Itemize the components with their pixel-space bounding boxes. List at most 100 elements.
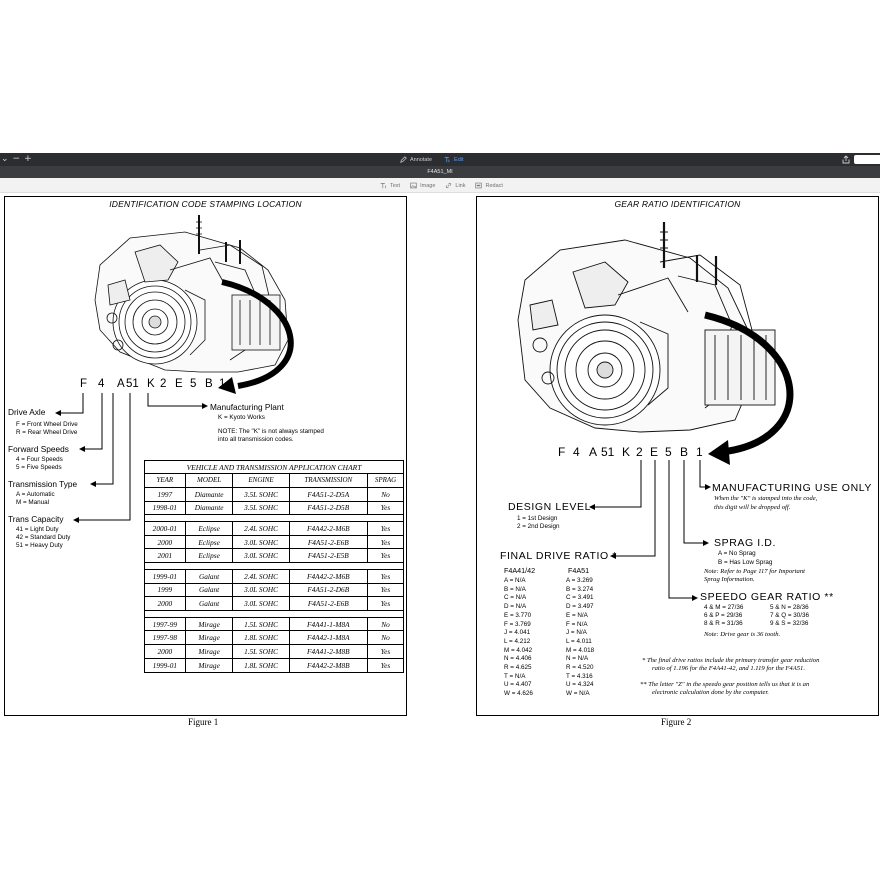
tab-annotate[interactable]: Annotate [400, 156, 432, 163]
image-tool-icon [410, 182, 417, 189]
zoom-in-button[interactable]: + [24, 154, 32, 164]
search-input[interactable] [854, 155, 880, 164]
speedo-gear-ratio: 9 & S = 32/36 [770, 620, 809, 628]
figure-1-caption: Figure 1 [188, 717, 219, 727]
manufacturing-note: When the "K" is stamped into the code, [714, 495, 818, 502]
table-cell: 3.5L SOHC [232, 486, 290, 502]
code-character: 4 [573, 445, 580, 459]
table-cell: Galant [184, 596, 234, 612]
drive-axle-label: Drive Axle [8, 407, 46, 417]
design-level-option: 2 = 2nd Design [517, 523, 560, 530]
zoom-controls: ⌄ − + [0, 153, 32, 166]
table-cell: 2000 [144, 644, 186, 660]
final-drive-ratio: F = N/A [566, 620, 588, 628]
table-cell: F4A41-2-M8B [288, 644, 369, 660]
page-title: GEAR RATIO IDENTIFICATION [614, 199, 741, 209]
table-cell: Yes [367, 644, 404, 660]
table-cell: F4A42-2-M6B [288, 520, 369, 536]
chart-header-cell: TRANSMISSION [288, 473, 369, 488]
share-icon[interactable] [842, 155, 850, 164]
code-character: F [558, 445, 566, 459]
chart-title: VEHICLE AND TRANSMISSION APPLICATION CHA… [144, 460, 404, 473]
table-cell: 1.5L SOHC [232, 616, 290, 632]
sprag-id-label: SPRAG I.D. [714, 537, 777, 549]
table-cell: Yes [367, 500, 404, 516]
page-title: IDENTIFICATION CODE STAMPING LOCATION [109, 199, 302, 209]
text-edit-icon [444, 157, 450, 163]
code-character: 51 [601, 445, 615, 459]
sprag-option: B = Has Low Sprag [718, 559, 773, 566]
transmission-type-option: M = Manual [16, 499, 50, 506]
table-cell: No [367, 486, 404, 502]
text-tool-button[interactable]: Text [380, 182, 400, 189]
final-drive-label: FINAL DRIVE RATIO * [500, 550, 617, 562]
sprag-note: Sprag Information. [704, 576, 755, 583]
footnote: * The final drive ratios include the pri… [642, 657, 820, 664]
image-tool-label: Image [420, 182, 436, 189]
code-character: E [650, 445, 659, 459]
redact-tool-button[interactable]: Redact [475, 182, 503, 189]
chart-header-cell: MODEL [184, 473, 234, 488]
table-cell: 1997 [144, 486, 186, 502]
table-cell: Diamante [184, 500, 234, 516]
document-title-bar: F4A51_MI [0, 166, 880, 178]
final-drive-ratio: E = N/A [566, 611, 588, 619]
table-cell: 1999-01 [144, 658, 186, 673]
zoom-out-button[interactable]: − [12, 154, 21, 164]
speedo-gear-ratio: 8 & R = 31/36 [704, 620, 743, 628]
link-tool-button[interactable]: Link [445, 182, 465, 189]
table-cell: 1.8L SOHC [232, 630, 290, 646]
document-title: F4A51_MI [427, 169, 453, 175]
final-drive-ratio: D = 3.497 [566, 603, 594, 611]
chevron-down-icon[interactable]: ⌄ [1, 154, 9, 164]
text-tool-icon [380, 183, 386, 189]
sprag-option: A = No Sprag [718, 550, 756, 557]
manufacturing-plant-label: Manufacturing Plant [210, 402, 284, 412]
speedo-note: Note: Drive gear is 36 tooth. [704, 631, 781, 638]
table-cell: Mirage [184, 616, 234, 632]
table-cell: No [367, 616, 404, 632]
table-cell: Yes [367, 596, 404, 612]
final-drive-ratio: W = 4.626 [504, 690, 533, 698]
table-cell: Mirage [184, 630, 234, 646]
table-cell: Diamante [184, 486, 234, 502]
tab-edit-label: Edit [454, 156, 464, 163]
table-cell: Yes [367, 568, 404, 584]
tab-edit[interactable]: Edit [444, 156, 464, 163]
transmission-type-label: Transmission Type [8, 479, 78, 489]
final-drive-ratio: L = 4.212 [504, 637, 531, 645]
trans-capacity-option: 41 = Light Duty [16, 526, 59, 533]
page-figure-1: IDENTIFICATION CODE STAMPING LOCATION VE… [4, 196, 407, 716]
drive-axle-option: F = Front Wheel Drive [16, 421, 78, 428]
chart-header-cell: ENGINE [232, 473, 290, 488]
table-cell: No [367, 630, 404, 646]
code-character: B [680, 445, 689, 459]
table-cell: 3.0L SOHC [232, 596, 290, 612]
link-tool-icon [446, 182, 452, 189]
table-cell: Yes [367, 658, 404, 673]
final-drive-ratio: N = 4.406 [504, 655, 532, 663]
image-tool-button[interactable]: Image [410, 182, 435, 189]
table-cell: Yes [367, 520, 404, 536]
code-character: A [589, 445, 598, 459]
final-drive-ratio: F = 3.769 [504, 620, 531, 628]
table-cell: 3.0L SOHC [232, 548, 290, 564]
final-drive-ratio: T = 4.316 [566, 672, 593, 680]
table-cell: F4A51-2-D6B [288, 582, 369, 598]
code-character: 1 [696, 445, 703, 459]
table-cell: 2.4L SOHC [232, 568, 290, 584]
mode-tabs: Annotate Edit [400, 153, 464, 166]
final-drive-ratio: M = 4.042 [504, 646, 533, 654]
final-drive-ratio: E = 3.770 [504, 611, 532, 619]
redact-tool-label: Redact [485, 182, 503, 189]
code-character: E [175, 378, 183, 390]
table-cell: Yes [367, 548, 404, 564]
table-cell: 1997-98 [144, 630, 186, 646]
